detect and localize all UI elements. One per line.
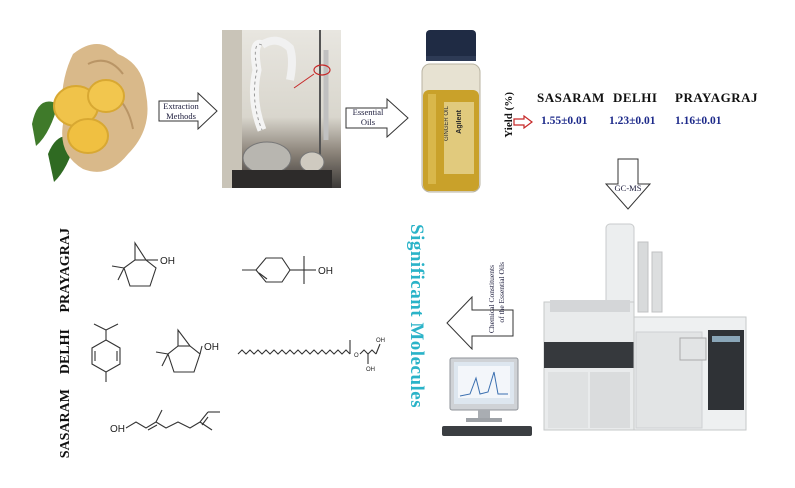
row-label-prayagraj: PRAYAGRAJ	[58, 228, 73, 313]
constituents-label-line1: Chemical Constituents	[487, 265, 496, 334]
molecule-borneol-prayagraj: OH	[111, 241, 175, 287]
gcms-down-arrow-shape	[605, 158, 651, 210]
gcms-label: GC-MS	[614, 183, 642, 193]
molecule-geraniol-sasaram: OH	[110, 409, 220, 435]
essential-oils-label: Essential Oils	[347, 107, 389, 127]
molecule-terpinene-delhi	[91, 323, 121, 382]
ginger-root-image	[32, 44, 148, 182]
oils-word: Oils	[360, 117, 376, 127]
extraction-arrow-shape	[158, 92, 218, 130]
constituents-left-arrow-shape	[446, 296, 514, 350]
yield-value-delhi: 1.23±0.01	[609, 115, 656, 127]
vial-label-ginger-oil: GINGER OIL	[444, 106, 450, 142]
geraniol-oh-label: OH	[110, 424, 125, 435]
terminal-oh-label: OH	[376, 338, 385, 344]
essential-oil-vial	[421, 30, 481, 193]
methods-word: Methods	[166, 111, 196, 121]
yield-site-prayagraj: PRAYAGRAJ	[675, 90, 758, 105]
yield-value-prayagraj: 1.16±0.01	[675, 115, 722, 127]
alcohol-oh-label: OH	[366, 367, 375, 373]
computer-workstation-image	[442, 357, 532, 436]
hydroxyl-label: OH	[318, 266, 333, 277]
significant-molecules-title: Significant Molecules	[406, 224, 427, 409]
row-label-delhi: DELHI	[58, 329, 73, 375]
ester-oxygen-label: O	[354, 353, 359, 359]
constituents-label-line2: of the Essential Oils	[497, 262, 506, 323]
yield-value-sasaram: 1.55±0.01	[541, 115, 588, 127]
apparatus-drawing	[222, 30, 332, 188]
yield-site-sasaram: SASARAM	[537, 90, 605, 105]
vial-label-agilent: Agilent	[456, 110, 463, 134]
extraction-methods-label: Extraction Methods	[158, 101, 204, 121]
gcms-instrument-image	[543, 223, 747, 431]
molecule-glyceryl-ester-delhi: O OH OH	[237, 338, 385, 373]
yield-pointer-arrow	[513, 115, 533, 129]
molecule-terpineol-prayagraj: OH	[242, 256, 333, 284]
essential-oils-arrow-shape	[345, 98, 409, 138]
extraction-word: Extraction	[163, 101, 199, 111]
molecule-borneol-delhi: OH	[155, 328, 219, 373]
yield-site-delhi: DELHI	[613, 90, 658, 105]
row-label-sasaram: SASARAM	[58, 389, 73, 459]
hydroxyl-label: OH	[160, 256, 175, 267]
essential-word: Essential	[352, 107, 384, 117]
distillation-apparatus-photo	[222, 30, 341, 188]
hydroxyl-label: OH	[204, 342, 219, 353]
